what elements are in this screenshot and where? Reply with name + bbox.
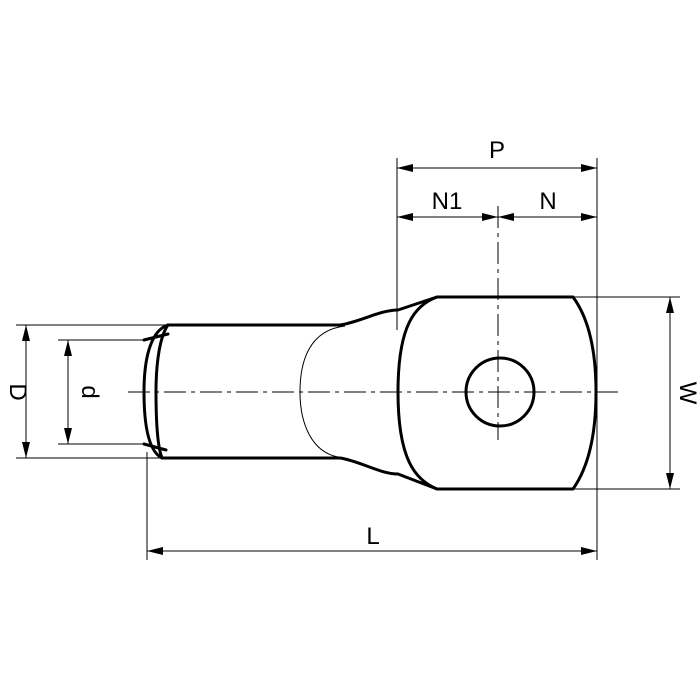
dimension-n1: N1 [397,188,498,221]
barrel-top-edge [166,295,439,327]
label-d: D [4,383,31,400]
label-l: L [366,523,379,550]
label-n: N [539,188,556,215]
barrel-mouth-bevel-top [142,332,170,342]
dimension-p: P [397,137,597,172]
label-w: W [674,382,700,405]
dimension-d: D [4,325,31,458]
palm-outline [396,295,598,491]
lug-body [142,295,598,491]
label-small-d: d [76,385,103,398]
dimension-n: N [498,188,597,221]
dimension-small-d: d [64,340,103,444]
barrel-mouth-bevel-bottom [142,442,168,452]
label-p: P [489,137,505,164]
barrel-bottom-edge [160,456,439,491]
dimension-l: L [147,523,597,555]
label-n1: N1 [432,188,463,215]
dimension-w: W [666,297,700,489]
